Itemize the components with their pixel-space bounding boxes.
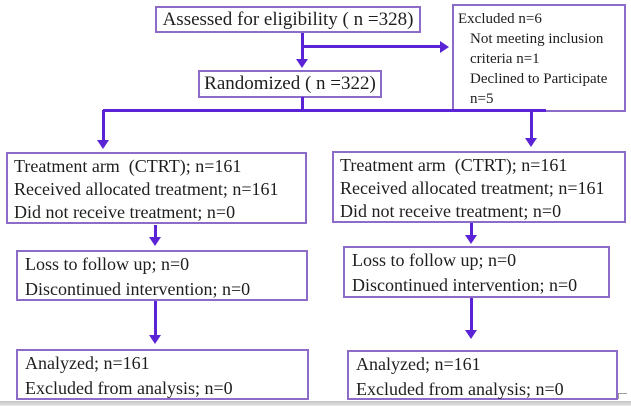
- connector-line: [154, 225, 157, 238]
- followup-right-line: Discontinued intervention; n=0: [352, 275, 578, 295]
- arm-right-line: Treatment arm (CTRT); n=161: [340, 155, 568, 175]
- assessed-eligibility-label: Assessed for eligibility ( n =328): [162, 8, 414, 30]
- connector-line: [470, 223, 473, 236]
- arrow-down-icon: [465, 330, 477, 339]
- followup-left-line: Discontinued intervention; n=0: [25, 279, 251, 299]
- analyzed-right-line: Analyzed; n=161: [356, 354, 481, 374]
- followup-left-line: Loss to follow up; n=0: [25, 254, 190, 274]
- excluded-box: Excluded n=6 Not meeting inclusion crite…: [452, 4, 626, 112]
- arm-left-line: Did not receive treatment; n=0: [14, 202, 236, 222]
- arrow-down-icon: [525, 138, 537, 147]
- excluded-line: Excluded n=6: [458, 11, 542, 27]
- arm-left-line: Received allocated treatment; n=161: [14, 179, 279, 199]
- treatment-arm-left-box: Treatment arm (CTRT); n=161 Received all…: [6, 152, 307, 224]
- followup-left-box: Loss to follow up; n=0 Discontinued inte…: [16, 250, 308, 301]
- followup-right-line: Loss to follow up; n=0: [352, 250, 517, 270]
- arrow-down-icon: [149, 237, 161, 246]
- excluded-line: Not meeting inclusion: [470, 31, 604, 47]
- connector-line: [301, 97, 304, 111]
- assessed-eligibility-box: Assessed for eligibility ( n =328): [155, 6, 421, 33]
- randomized-label: Randomized ( n =322): [204, 73, 376, 94]
- treatment-arm-right-box: Treatment arm (CTRT); n=161 Received all…: [332, 151, 626, 223]
- excluded-line: Declined to Participate: [470, 71, 608, 87]
- analyzed-left-box: Analyzed; n=161 Excluded from analysis; …: [16, 349, 309, 400]
- corner-artifact: [618, 393, 627, 399]
- randomized-box: Randomized ( n =322): [198, 70, 382, 98]
- connector-line: [154, 301, 157, 336]
- analyzed-right-box: Analyzed; n=161 Excluded from analysis; …: [347, 350, 618, 400]
- analyzed-left-line: Excluded from analysis; n=0: [25, 378, 233, 398]
- connector-line: [102, 110, 105, 141]
- bottom-edge-strip: [0, 401, 631, 406]
- arrow-down-icon: [149, 335, 161, 344]
- excluded-line: n=5: [470, 91, 494, 107]
- arm-right-line: Did not receive treatment; n=0: [340, 201, 562, 221]
- connector-line: [301, 45, 441, 48]
- arrow-down-icon: [97, 140, 109, 149]
- followup-right-box: Loss to follow up; n=0 Discontinued inte…: [343, 246, 610, 298]
- arm-left-line: Treatment arm (CTRT); n=161: [14, 156, 242, 176]
- connector-line: [470, 298, 473, 331]
- analyzed-left-line: Analyzed; n=161: [25, 353, 150, 373]
- arrow-down-icon: [296, 59, 308, 68]
- connector-line: [103, 109, 546, 112]
- connector-line: [530, 111, 533, 139]
- excluded-line: criteria n=1: [470, 51, 540, 67]
- arrow-down-icon: [465, 235, 477, 244]
- arm-right-line: Received allocated treatment; n=161: [340, 178, 605, 198]
- analyzed-right-line: Excluded from analysis; n=0: [356, 379, 564, 399]
- arrow-right-icon: [440, 41, 449, 53]
